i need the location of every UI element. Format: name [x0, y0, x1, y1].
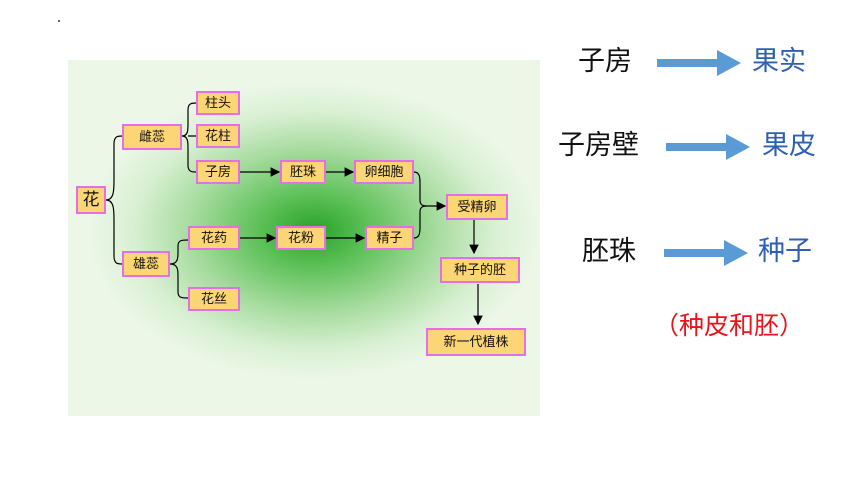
merge-to-shoujingluan: [413, 171, 429, 239]
rule-3-to: 种子: [758, 236, 812, 267]
node-peizhu: 胚珠: [280, 160, 326, 184]
brace-hua: [105, 135, 123, 265]
rule-3-arrow-icon: [664, 240, 748, 266]
brace-cirui: [181, 102, 197, 173]
node-xinyidaizhizhu: 新一代植株: [426, 328, 526, 356]
rule-2-arrow-icon: [666, 134, 750, 160]
node-jingzi: 精子: [365, 226, 414, 250]
node-zifang: 子房: [196, 160, 240, 184]
rule-1-from: 子房: [578, 46, 632, 77]
slide-mark: [58, 20, 60, 22]
node-zhutou: 柱头: [196, 91, 240, 115]
rule-1-arrow-icon: [657, 50, 741, 76]
node-huayao: 花药: [188, 226, 240, 250]
node-hua: 花: [76, 186, 106, 214]
node-huafen: 花粉: [276, 226, 326, 250]
node-xiongrui: 雄蕊: [122, 251, 170, 277]
seed-composition-note: （种皮和胚）: [654, 311, 805, 340]
node-huasi: 花丝: [188, 287, 240, 311]
rule-3-from: 胚珠: [582, 236, 636, 267]
rule-2-from: 子房壁: [558, 130, 639, 161]
brace-xiongrui: [169, 239, 189, 299]
rule-2-to: 果皮: [762, 130, 816, 161]
flower-development-diagram: 花 雌蕊 雄蕊 柱头 花柱 子房 花药 花丝 胚珠 卵细胞 花粉 精子 受精卵 …: [68, 60, 540, 416]
node-luanxibao: 卵细胞: [354, 160, 414, 184]
node-huazhu: 花柱: [196, 124, 240, 148]
diagram-connectors: [105, 102, 483, 326]
rule-1-to: 果实: [752, 46, 806, 77]
node-cirui: 雌蕊: [122, 124, 182, 150]
node-shoujingluan: 受精卵: [446, 194, 508, 220]
node-zhongzidepei: 种子的胚: [440, 257, 520, 283]
